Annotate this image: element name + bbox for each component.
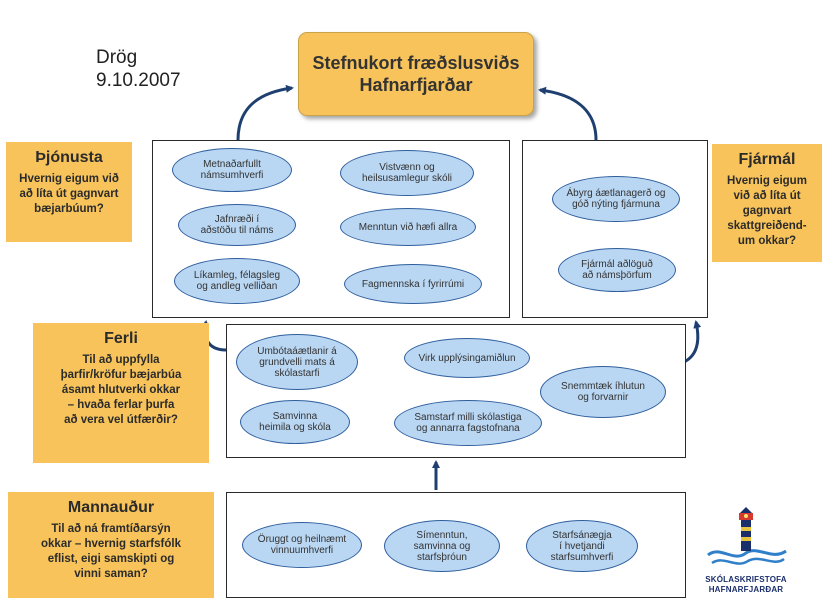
goal-oval-process-2: Virk upplýsingamiðlun	[404, 338, 530, 378]
logo-text-line2: HAFNARFJARÐAR	[708, 585, 784, 594]
goal-oval-process-3: Snemmtæk íhlutun og forvarnir	[540, 366, 666, 418]
arrow-finance-to-title	[538, 86, 598, 141]
goal-oval-service-2: Vistvænn og heilsusamlegur skóli	[340, 150, 474, 196]
goal-oval-service-3: Jafnræði í aðstöðu til náms	[178, 204, 296, 246]
lighthouse-icon	[707, 507, 787, 565]
perspective-process-title: Ferli	[104, 330, 138, 347]
draft-label: Drög 9.10.2007	[96, 46, 181, 92]
goal-oval-service-1: Metnaðarfullt námsumhverfi	[172, 148, 292, 192]
perspective-people-title: Mannauður	[67, 499, 155, 516]
draft-date: 9.10.2007	[96, 70, 181, 91]
strategy-map-title: Stefnukort fræðslusviðs Hafnarfjarðar	[298, 32, 534, 116]
school-office-logo: SKÓLASKRIFSTOFA HAFNARFJARÐAR	[690, 505, 802, 597]
goal-oval-people-3: Starfsánægja í hvetjandi starfsumhverfi	[526, 520, 638, 572]
perspective-process: Ferli Til að uppfylla þarfir/kröfur bæja…	[33, 323, 209, 463]
goal-oval-process-5: Samstarf milli skólastiga og annarra fag…	[394, 400, 542, 446]
arrow-process-to-finance	[683, 320, 702, 364]
goal-oval-process-1: Umbótaáætlanir á grundvelli mats á skóla…	[236, 334, 358, 390]
logo-text-line1: SKÓLASKRIFSTOFA	[705, 575, 787, 584]
perspective-service-question: Hvernig eigum við að líta út gagnvart bæ…	[19, 173, 119, 215]
perspective-finance: Fjármál Hvernig eigum við að líta út gag…	[712, 144, 822, 262]
goal-oval-finance-2: Fjármál aðlöguð að námsþörfum	[558, 248, 676, 292]
perspective-service-title: Þjónusta	[35, 149, 103, 166]
perspective-finance-title: Fjármál	[738, 151, 796, 168]
goal-oval-finance-1: Ábyrg áætlanagerð og góð nýting fjármuna	[552, 176, 680, 222]
goal-oval-service-4: Menntun við hæfi allra	[340, 208, 476, 246]
goal-oval-service-5: Líkamleg, félagsleg og andleg velliðan	[174, 258, 300, 304]
perspective-people: Mannauður Til að ná framtíðarsýn okkar –…	[8, 492, 214, 598]
perspective-finance-question: Hvernig eigum við að líta út gagnvart sk…	[727, 175, 807, 247]
perspective-people-question: Til að ná framtíðarsýn okkar – hvernig s…	[41, 523, 181, 580]
goal-oval-service-6: Fagmennska í fyrirrúmi	[344, 264, 482, 304]
perspective-process-question: Til að uppfylla þarfir/kröfur bæjarbúa á…	[60, 354, 182, 426]
goal-oval-process-4: Samvinna heimila og skóla	[240, 400, 350, 444]
perspective-service: Þjónusta Hvernig eigum við að líta út ga…	[6, 142, 132, 242]
draft-word: Drög	[96, 47, 138, 68]
arrow-service-to-title	[236, 84, 294, 141]
goal-oval-people-1: Öruggt og heilnæmt vinnuumhverfi	[242, 522, 362, 568]
goal-oval-people-2: Símenntun, samvinna og starfsþróun	[384, 520, 500, 572]
